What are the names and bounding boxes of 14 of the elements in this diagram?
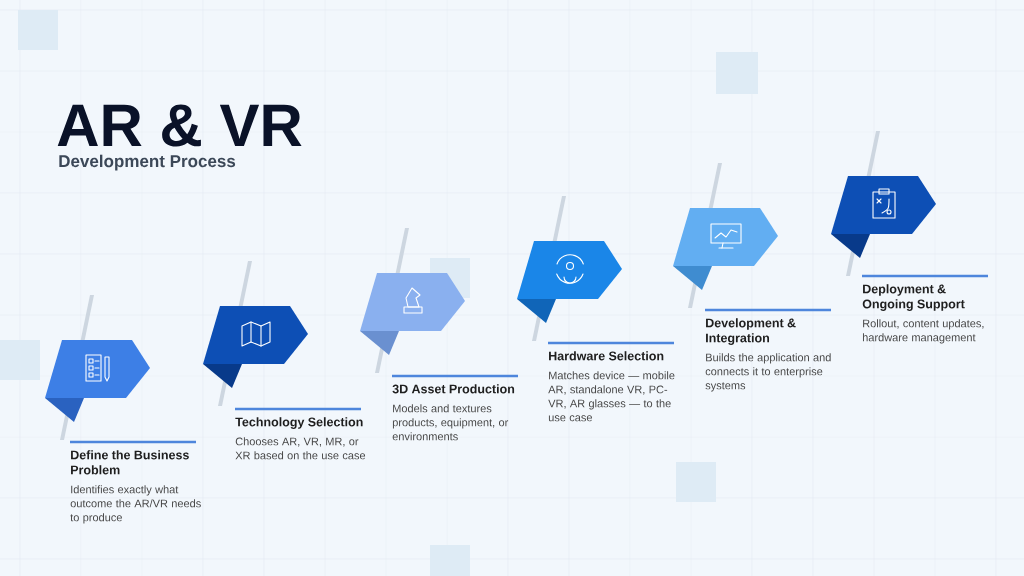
step-description: Matches device — mobile AR, standalone VR, PC-VR, AR glasses — to the use case bbox=[548, 371, 675, 422]
step-title: Hardware Selection bbox=[549, 351, 664, 361]
step-description: Builds the application and connects it to enterprise systems bbox=[705, 353, 831, 392]
title: AR & VR bbox=[57, 104, 302, 147]
step-description: Rollout, content updates, hardware management bbox=[863, 319, 984, 344]
step-title: 3D Asset Production bbox=[392, 384, 515, 394]
step-title: Define the Business Problem bbox=[71, 450, 189, 475]
step-description: Chooses AR, VR, MR, or XR based on the use case bbox=[235, 437, 366, 460]
step-description: Models and textures products, equipment, or environments bbox=[392, 404, 509, 441]
subtitle: Development Process bbox=[59, 154, 236, 171]
step-description: Identifies exactly what outcome the AR/VR needs to produce bbox=[70, 485, 201, 524]
step-title: Technology Selection bbox=[235, 417, 363, 429]
step-title: Development & Integration bbox=[706, 318, 796, 345]
step-title: Deployment & Ongoing Support bbox=[862, 284, 965, 311]
